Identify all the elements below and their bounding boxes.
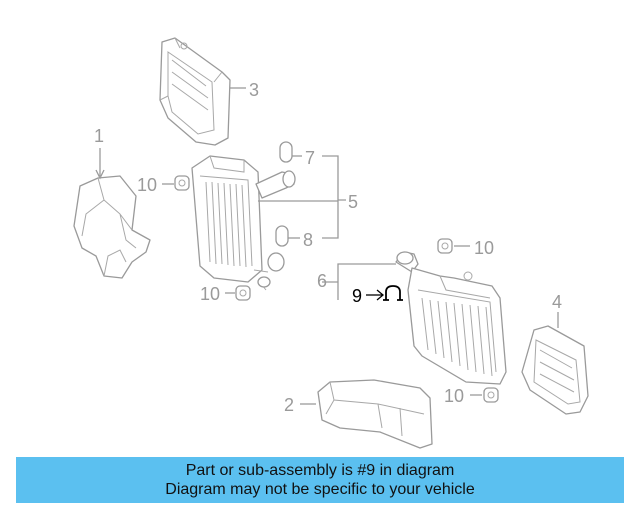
- callout-2: 2: [284, 395, 294, 415]
- part-7-seal-ring: [279, 141, 293, 163]
- part-9-clip: [383, 285, 403, 301]
- part-8-seal-ring: [275, 225, 289, 247]
- part-10-nut-a: [174, 175, 190, 191]
- callout-5: 5: [348, 192, 358, 212]
- part-2-air-duct: [317, 379, 433, 449]
- callout-10b: 10: [200, 284, 220, 304]
- callout-6: 6: [317, 271, 327, 291]
- part-10-nut-c: [437, 238, 453, 254]
- callout-7: 7: [305, 148, 315, 168]
- bracket-5: [322, 155, 346, 239]
- callout-10c: 10: [474, 238, 494, 258]
- callout-10a: 10: [137, 175, 157, 195]
- part-10-nut-d: [483, 387, 499, 403]
- callout-1: 1: [94, 126, 104, 146]
- callout-8: 8: [303, 230, 313, 250]
- part-5-intercooler-left: [191, 155, 296, 291]
- part-3-air-shroud: [159, 37, 231, 146]
- parts-diagram: 3 1 10 10 7 8: [73, 37, 589, 449]
- leader-1-arrow: [95, 169, 105, 180]
- info-banner: Part or sub-assembly is #9 in diagram Di…: [16, 457, 624, 503]
- part-6-intercooler-right: [395, 251, 507, 385]
- part-10-nut-b: [235, 285, 251, 301]
- banner-line-2: Diagram may not be specific to your vehi…: [165, 481, 475, 498]
- leader-9-arrow: [376, 289, 385, 301]
- callout-9: 9: [352, 286, 362, 306]
- part-1-air-guide: [73, 175, 151, 279]
- callout-3: 3: [249, 80, 259, 100]
- bracket-6: [322, 263, 396, 300]
- callout-4: 4: [552, 292, 562, 312]
- part-4-air-shroud: [521, 325, 589, 415]
- callout-10d: 10: [444, 386, 464, 406]
- banner-line-1: Part or sub-assembly is #9 in diagram: [185, 462, 455, 479]
